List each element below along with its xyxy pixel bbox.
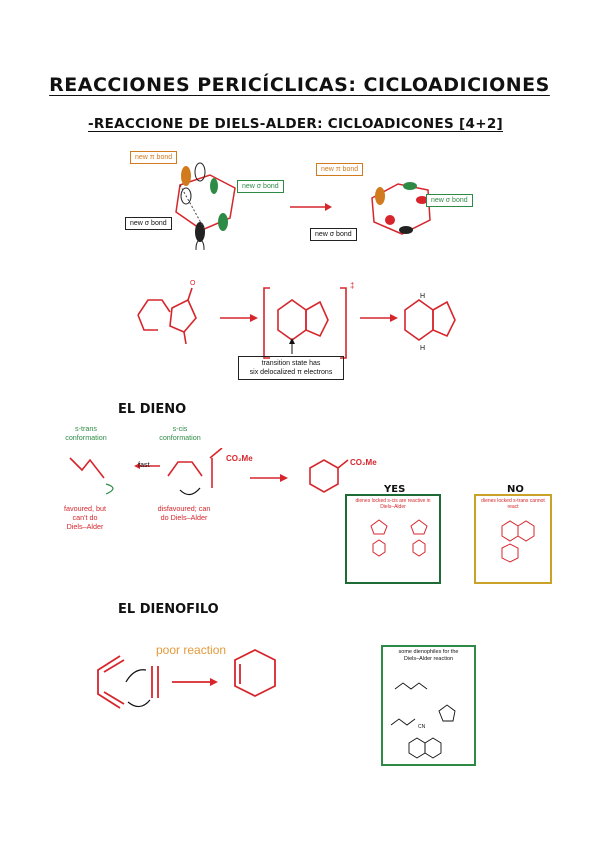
- dienophile-box-caption: some dienophiles for the Diels–Alder rea…: [383, 647, 474, 665]
- dienophile-caption-line1: some dienophiles for the: [398, 649, 459, 655]
- s-cis-label: s-cis conformation: [150, 424, 210, 442]
- new-sigma-bond-black-label-right: new σ bond: [310, 228, 357, 241]
- s-trans-line1: s-trans: [75, 424, 97, 433]
- favoured-line3: Diels–Alder: [66, 522, 104, 531]
- diels-alder-mechanism: O ‡ H H transition state has six delocal…: [120, 270, 500, 385]
- dienophile-box: some dienophiles for the Diels–Alder rea…: [381, 645, 476, 766]
- s-cis-line1: s-cis: [172, 424, 188, 433]
- fast-label: fast: [138, 460, 150, 469]
- dienophile-caption-line2: Diels–Alder reaction: [403, 656, 454, 662]
- mechanism-svg: O ‡ H H: [137, 280, 456, 359]
- s-trans-line2: conformation: [65, 433, 107, 442]
- cyclohexene: [234, 648, 276, 698]
- no-box: dienes locked s-trans cannot react: [474, 494, 552, 584]
- no-box-structures: [501, 520, 535, 563]
- poor-reaction-label: poor reaction: [156, 643, 227, 657]
- new-pi-bond-label-left: new π bond: [130, 151, 178, 164]
- dienophile-reaction-svg: [97, 648, 276, 709]
- cn-label: CN: [418, 724, 426, 730]
- ts-note-line2: six delocalized π electrons: [249, 369, 333, 376]
- diene-conformations: s-trans conformation s-cis conformation …: [40, 424, 400, 544]
- right-orbital-structure: [371, 182, 431, 235]
- favoured-note: favoured, but can't do Diels–Alder: [50, 504, 120, 531]
- dagger-symbol: ‡: [350, 281, 354, 290]
- disfavoured-line1: disfavoured; can: [157, 504, 211, 513]
- new-sigma-bond-black-label-left: new σ bond: [125, 217, 172, 230]
- s-trans-label: s-trans conformation: [56, 424, 116, 442]
- new-sigma-bond-green-label-left: new σ bond: [237, 180, 284, 193]
- diene-svg: [69, 448, 349, 496]
- transition-state-note: transition state has six delocalized π e…: [238, 356, 344, 380]
- no-label: NO: [507, 484, 524, 495]
- co2me-label-2: CO₂Me: [350, 458, 377, 467]
- favoured-line2: can't do: [72, 513, 98, 522]
- s-cis-diene: [167, 461, 203, 477]
- orbital-diagram: new π bond new σ bond new σ bond new π b…: [110, 140, 510, 257]
- new-sigma-bond-green-label-right: new σ bond: [426, 194, 473, 207]
- diene-chain: [137, 299, 171, 316]
- favoured-line1: favoured, but: [64, 504, 106, 513]
- no-box-caption: dienes locked s-trans cannot react: [481, 498, 545, 510]
- left-orbital-structure: [175, 162, 236, 257]
- h-label-2: H: [420, 345, 425, 352]
- new-pi-bond-label-right: new π bond: [316, 163, 364, 176]
- orbital-diagram-svg: [175, 162, 431, 257]
- s-cis-line2: conformation: [159, 433, 201, 442]
- o-label-1: O: [190, 280, 196, 287]
- disfavoured-note: disfavoured; can do Diels–Alder: [144, 504, 224, 522]
- s-trans-diene: [69, 457, 105, 479]
- dienophile-structures: CN: [390, 682, 456, 759]
- butadiene: [97, 655, 121, 709]
- dienophile-heading: EL DIENOFILO: [118, 602, 219, 617]
- yes-label: YES: [384, 484, 406, 495]
- h-label-1: H: [420, 293, 425, 300]
- yes-box-structures: [370, 519, 428, 557]
- yes-box: dienes locked s-cis are reactive in Diel…: [345, 494, 441, 584]
- yes-box-caption: dienes locked s-cis are reactive in Diel…: [355, 498, 431, 510]
- disfavoured-line2: do Diels–Alder: [160, 513, 208, 522]
- co2me-label-1: CO₂Me: [226, 454, 253, 463]
- page-title: REACCIONES PERICÍCLICAS: CICLOADICIONES: [49, 74, 550, 96]
- section-subtitle: -REACCIONE DE DIELS-ALDER: CICLOADICONES…: [88, 116, 503, 132]
- ts-note-line1: transition state has: [261, 360, 321, 367]
- diene-heading: EL DIENO: [118, 402, 187, 417]
